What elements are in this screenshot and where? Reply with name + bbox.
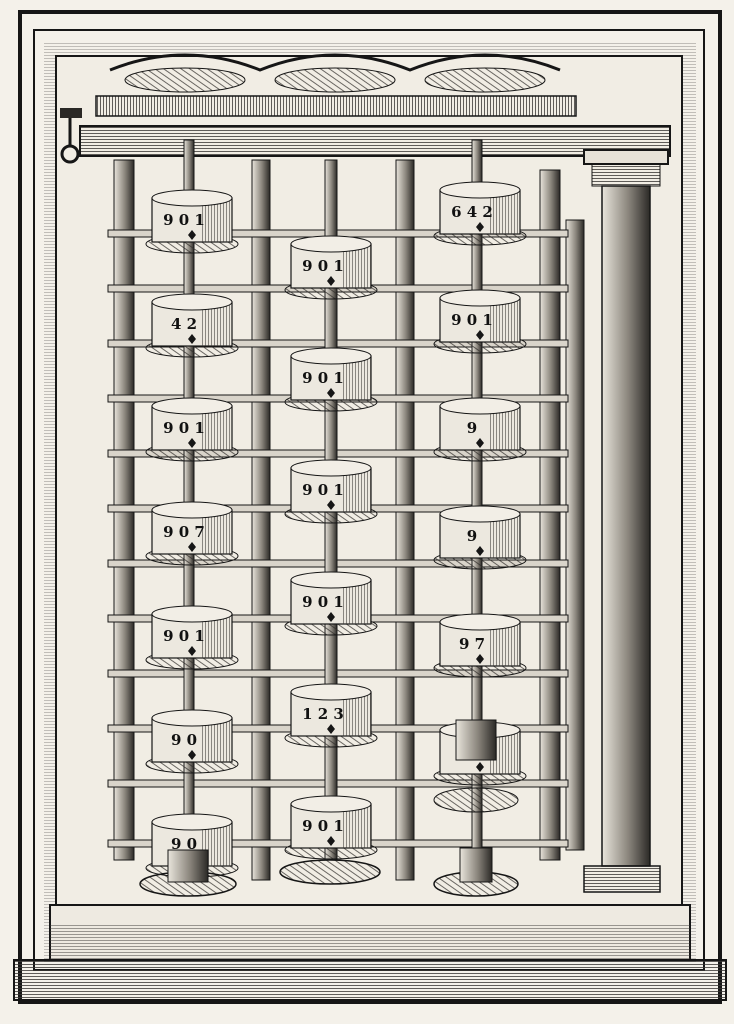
classical-column xyxy=(583,149,669,893)
hanging-ring-ornament xyxy=(60,108,82,164)
dial-figures: 9 0 1 xyxy=(302,817,344,835)
top-gear-train xyxy=(95,53,577,117)
crossbar xyxy=(107,559,569,568)
figure-wheels-middle-column: 9 0 1 9 0 1 9 0 1 9 0 1 1 2 3 9 0 1 xyxy=(284,235,378,860)
figure-wheels-left-column: 9 0 1 4 2 9 0 1 9 0 7 9 0 1 9 0 9 0 xyxy=(145,189,239,878)
index-mark xyxy=(476,762,484,772)
dial-figures: 9 0 xyxy=(171,731,197,749)
drum-top xyxy=(439,181,521,199)
index-mark xyxy=(476,222,484,232)
index-mark xyxy=(327,388,335,398)
dial-figures: 9 0 1 xyxy=(163,419,205,437)
index-mark xyxy=(327,612,335,622)
index-mark xyxy=(188,750,196,760)
crossbar xyxy=(107,449,569,458)
top-plate xyxy=(79,125,671,157)
dial-figures: 9 0 7 xyxy=(163,523,205,541)
index-mark xyxy=(327,276,335,286)
dial-figures: 9 7 xyxy=(459,635,485,653)
crossbar xyxy=(107,669,569,678)
index-mark xyxy=(476,330,484,340)
drum-top xyxy=(151,397,233,415)
index-mark xyxy=(476,546,484,556)
drum-top xyxy=(290,683,372,701)
index-mark xyxy=(188,646,196,656)
index-mark xyxy=(476,654,484,664)
index-mark xyxy=(188,542,196,552)
dial-figures: 9 0 1 xyxy=(302,481,344,499)
drum-top xyxy=(439,289,521,307)
drum-top xyxy=(290,347,372,365)
dial-figures: 9 0 1 xyxy=(451,311,493,329)
drum-top xyxy=(290,235,372,253)
dial-figures: 9 0 1 xyxy=(163,627,205,645)
dial-figures: 1 2 3 xyxy=(302,705,344,723)
dial-figures: 9 0 1 xyxy=(302,257,344,275)
index-mark xyxy=(188,438,196,448)
dial-figures: 6 4 2 xyxy=(451,203,493,221)
drum-top xyxy=(290,459,372,477)
drum-top xyxy=(151,813,233,831)
index-mark xyxy=(327,724,335,734)
crossbar xyxy=(107,339,569,348)
drum-top xyxy=(151,501,233,519)
dial-figures: 9 0 xyxy=(171,835,197,853)
dial-figures: 9 0 1 xyxy=(302,593,344,611)
dial-figures: 4 2 xyxy=(171,315,197,333)
dial-figures: 9 0 1 xyxy=(302,369,344,387)
index-mark xyxy=(188,230,196,240)
dial-figures: 9 0 1 xyxy=(163,211,205,229)
dial-figures: 9 xyxy=(467,419,477,437)
index-mark xyxy=(327,500,335,510)
base-gears xyxy=(139,719,519,897)
crossbar xyxy=(107,779,569,788)
drum-top xyxy=(151,293,233,311)
index-mark xyxy=(188,334,196,344)
index-mark xyxy=(327,836,335,846)
drum-top xyxy=(151,189,233,207)
drum-top xyxy=(290,571,372,589)
dial-figures: 9 xyxy=(467,527,477,545)
drum-top xyxy=(151,605,233,623)
index-mark xyxy=(476,438,484,448)
drum-top xyxy=(151,709,233,727)
drum-top xyxy=(439,397,521,415)
drum-top xyxy=(290,795,372,813)
drum-top xyxy=(439,505,521,523)
drum-top xyxy=(439,613,521,631)
